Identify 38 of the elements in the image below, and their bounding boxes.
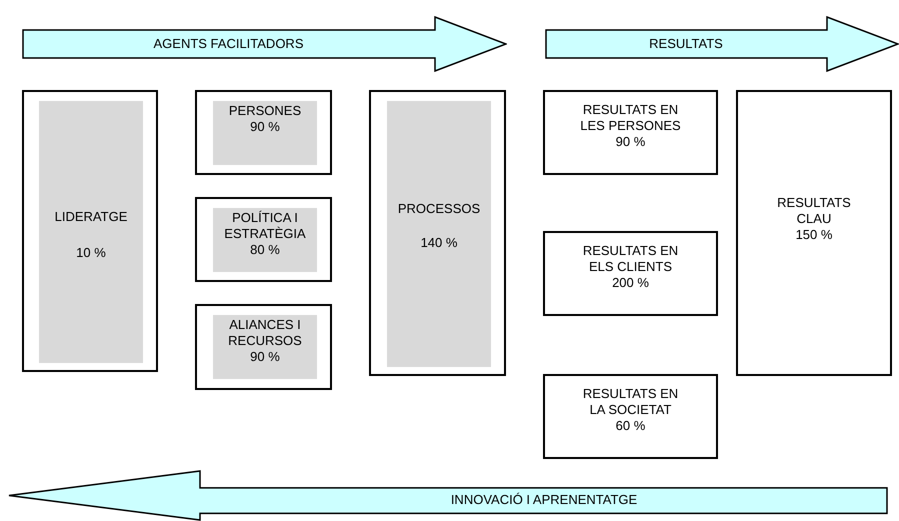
result-box	[543, 231, 718, 316]
percentage-text: 80 %	[249, 242, 281, 258]
criterion-box	[387, 101, 491, 367]
criterion-box	[213, 208, 317, 272]
criterion-name: RESULTATS EN LES PERSONES	[579, 102, 682, 134]
result-box	[543, 90, 718, 175]
block-arrow-right	[545, 16, 899, 72]
percentage-text: 60 %	[614, 418, 646, 434]
percentage-text: 90 %	[249, 119, 281, 135]
criterion-name: ALIANCES I RECURSOS	[227, 317, 303, 349]
percentage-text: 90 %	[249, 349, 281, 365]
criterion-name: RESULTATS CLAU	[776, 195, 852, 227]
outer-frame	[22, 90, 158, 372]
arrow-label: AGENTS FACILITADORS	[153, 36, 304, 52]
arrow-label: INNOVACIÓ I APRENENTATGE	[450, 492, 638, 509]
criterion-box	[213, 101, 317, 165]
percentage-text: 90 %	[614, 134, 646, 150]
criterion-box	[213, 315, 317, 379]
percentage-text: 200 %	[611, 275, 650, 291]
criterion-name: RESULTATS EN ELS CLIENTS	[582, 243, 680, 275]
outer-frame	[195, 304, 332, 390]
block-arrow-right	[22, 16, 507, 72]
criterion-name: PROCESSOS	[396, 201, 482, 217]
percentage-text: 10 %	[75, 245, 107, 261]
percentage-text: 140 %	[420, 235, 458, 251]
block-arrow-left	[8, 470, 888, 521]
criterion-name: POLÍTICA I ESTRATÈGIA	[223, 210, 307, 242]
outer-frame	[369, 90, 506, 376]
outer-frame	[195, 90, 332, 175]
criterion-box	[39, 101, 143, 363]
outer-frame	[195, 197, 332, 282]
result-box	[736, 90, 892, 376]
arrow-label: RESULTATS	[649, 36, 723, 52]
criterion-name: PERSONES	[228, 103, 302, 119]
criterion-name: RESULTATS EN LA SOCIETAT	[582, 386, 680, 418]
criterion-name: LIDERATGE	[54, 209, 128, 225]
percentage-text: 150 %	[794, 227, 834, 243]
result-box	[543, 374, 718, 459]
